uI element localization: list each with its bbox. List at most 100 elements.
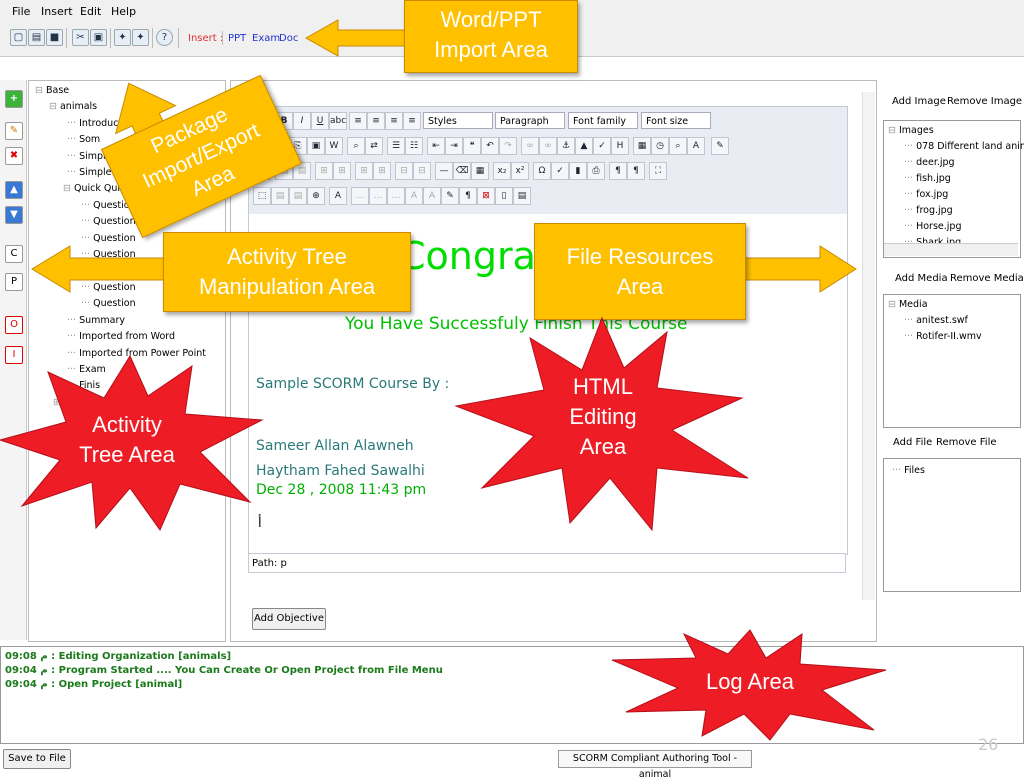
redo-icon[interactable]: ↷: [499, 137, 517, 155]
image-file[interactable]: ··· fox.jpg: [904, 189, 949, 200]
paste-icon[interactable]: ▣: [90, 29, 107, 46]
ltr-icon[interactable]: ¶: [609, 162, 627, 180]
unlink-icon[interactable]: ∞: [539, 137, 557, 155]
tree-node[interactable]: ··· Simple l: [67, 167, 118, 178]
move-down-icon[interactable]: ▼: [5, 206, 23, 224]
tree-node[interactable]: ⊟ animals: [49, 101, 98, 112]
images-root[interactable]: ⊟ Images: [888, 125, 934, 136]
new-file-icon[interactable]: ▢: [10, 29, 27, 46]
tree-node[interactable]: ··· Exam: [67, 364, 106, 375]
tree-node[interactable]: ··· Som: [67, 134, 101, 145]
style-props-icon[interactable]: A: [329, 187, 347, 205]
images-hscrollbar[interactable]: [884, 243, 1018, 256]
replace-icon[interactable]: ⇄: [365, 137, 383, 155]
align-right-icon[interactable]: ≡: [385, 112, 403, 130]
insert-ppt-link[interactable]: PPT: [228, 33, 247, 44]
align-center-icon[interactable]: ≡: [367, 112, 385, 130]
anchor-icon[interactable]: ⚓: [557, 137, 575, 155]
tree-node[interactable]: ··· Question: [81, 249, 136, 260]
image-file[interactable]: ··· Horse.jpg: [904, 221, 962, 232]
media-root[interactable]: ⊟ Media: [888, 299, 928, 310]
image-file[interactable]: ··· fish.jpg: [904, 173, 951, 184]
button-p[interactable]: P: [5, 273, 23, 291]
rtl-icon[interactable]: ¶: [627, 162, 645, 180]
template-icon[interactable]: ▯: [495, 187, 513, 205]
html-source-icon[interactable]: H: [611, 137, 629, 155]
find-icon[interactable]: ⌕: [347, 137, 365, 155]
remove-format-icon[interactable]: ⌫: [453, 162, 471, 180]
image-file[interactable]: ··· frog.jpg: [904, 205, 953, 216]
absolute-icon[interactable]: ⊕: [307, 187, 325, 205]
cut-icon[interactable]: ✂: [72, 29, 89, 46]
pagebreak-icon[interactable]: ⊠: [477, 187, 495, 205]
add-file-button[interactable]: Add File: [893, 437, 933, 448]
acronym-icon[interactable]: …: [387, 187, 405, 205]
save-doc-icon[interactable]: ▤: [513, 187, 531, 205]
tree-node[interactable]: ··· Imported from Word: [67, 331, 176, 342]
package-export-icon[interactable]: ✦: [132, 29, 149, 46]
add-objective-button[interactable]: Add Objective: [252, 608, 326, 630]
insert-date-icon[interactable]: ▦: [633, 137, 651, 155]
preview-icon[interactable]: ⌕: [669, 137, 687, 155]
editor-scrollbar[interactable]: [862, 92, 875, 600]
font-size-select[interactable]: Font size: [641, 112, 711, 129]
tree-node[interactable]: ⊟ Quick Qui: [63, 183, 121, 194]
insert-row-after-icon[interactable]: ⊞: [333, 162, 351, 180]
number-list-icon[interactable]: ☷: [405, 137, 423, 155]
files-root[interactable]: ··· Files: [892, 465, 925, 476]
spellcheck-icon[interactable]: ✓: [551, 162, 569, 180]
open-folder-icon[interactable]: ▤: [28, 29, 45, 46]
remove-file-button[interactable]: Remove File: [936, 437, 997, 448]
special-char-icon[interactable]: Ω: [533, 162, 551, 180]
tree-node[interactable]: ··· Question: [81, 216, 136, 227]
del-icon[interactable]: A: [405, 187, 423, 205]
edit-node-icon[interactable]: ✎: [5, 122, 23, 140]
insert-col-before-icon[interactable]: ⊞: [355, 162, 373, 180]
image-file[interactable]: ··· Shark.jpg: [904, 237, 962, 245]
outdent-icon[interactable]: ⇤: [427, 137, 445, 155]
move-backward-icon[interactable]: ▤: [289, 187, 307, 205]
font-family-select[interactable]: Font family: [568, 112, 638, 129]
print-icon[interactable]: ⎙: [587, 162, 605, 180]
image-file[interactable]: ··· deer.jpg: [904, 157, 955, 168]
menu-edit[interactable]: Edit: [80, 5, 102, 18]
undo-icon[interactable]: ↶: [481, 137, 499, 155]
menu-file[interactable]: File: [12, 5, 31, 18]
add-node-icon[interactable]: +: [5, 90, 23, 108]
remove-media-button[interactable]: Remove Media: [950, 273, 1024, 284]
indent-icon[interactable]: ⇥: [445, 137, 463, 155]
tree-node[interactable]: ··· Question: [81, 233, 136, 244]
justify-icon[interactable]: ≡: [403, 112, 421, 130]
paste-word-icon[interactable]: W: [325, 137, 343, 155]
move-up-icon[interactable]: ▲: [5, 181, 23, 199]
image-icon[interactable]: ▲: [575, 137, 593, 155]
tree-node[interactable]: ··· Simple: [67, 151, 112, 162]
delete-node-icon[interactable]: ✖: [5, 147, 23, 165]
italic-icon[interactable]: I: [293, 112, 311, 130]
blockquote-icon[interactable]: ❝: [463, 137, 481, 155]
cell-props-icon[interactable]: ▤: [293, 162, 311, 180]
insert-layer-icon[interactable]: ⬚: [253, 187, 271, 205]
image-file[interactable]: ··· 078 Different land anim: [904, 141, 1024, 152]
insert-time-icon[interactable]: ◷: [651, 137, 669, 155]
fullscreen-icon[interactable]: ⛶: [649, 162, 667, 180]
visual-aid-icon[interactable]: ▦: [471, 162, 489, 180]
underline-icon[interactable]: U: [311, 112, 329, 130]
button-i[interactable]: I: [5, 346, 23, 364]
cite-icon[interactable]: …: [351, 187, 369, 205]
text-color-icon[interactable]: A: [687, 137, 705, 155]
bullet-list-icon[interactable]: ☰: [387, 137, 405, 155]
abbr-icon[interactable]: …: [369, 187, 387, 205]
merge-cells-icon[interactable]: ⊟: [413, 162, 431, 180]
tree-node[interactable]: ⊟ Base: [35, 85, 70, 96]
insert-col-after-icon[interactable]: ⊞: [373, 162, 391, 180]
tree-node[interactable]: ··· Questio: [81, 200, 130, 211]
tree-node[interactable]: ··· Question: [81, 282, 136, 293]
link-icon[interactable]: ∞: [521, 137, 539, 155]
highlight-color-icon[interactable]: ✎: [711, 137, 729, 155]
tree-node[interactable]: ··· Summary: [67, 315, 126, 326]
insert-row-before-icon[interactable]: ⊞: [315, 162, 333, 180]
save-icon[interactable]: ■: [46, 29, 63, 46]
nonbreaking-icon[interactable]: ¶: [459, 187, 477, 205]
help-icon[interactable]: ?: [156, 29, 173, 46]
